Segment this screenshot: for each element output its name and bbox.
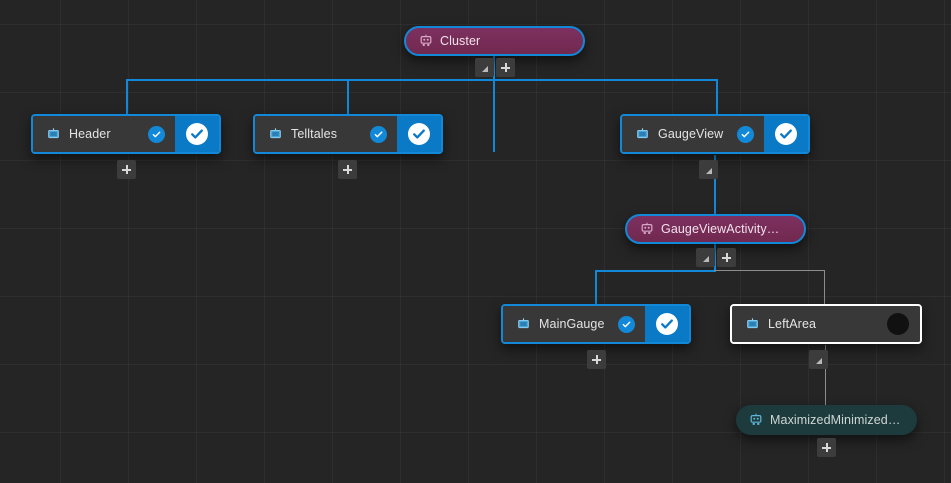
collapse-button-cluster[interactable] [475,58,494,77]
node-maingauge[interactable]: MainGauge [501,304,691,344]
node-maximizedminimizedswitcher-body: MaximizedMinimizedSwitcher [736,405,917,435]
node-cluster-label: Cluster [440,34,481,48]
node-leftarea[interactable]: LeftArea [730,304,922,344]
add-button-maximizedminimizedswitcher[interactable] [817,438,836,457]
node-gaugeview-label: GaugeView [658,127,724,141]
add-button-header[interactable] [117,160,136,179]
tools-telltales[interactable] [338,160,357,179]
check-circle-filled-icon [656,313,678,335]
node-leftarea-action[interactable] [876,306,920,342]
collapse-button-gaugeviewactivityhost[interactable] [696,248,715,267]
edge-leftarea-stem [825,345,826,407]
check-circle-icon[interactable] [618,315,635,333]
tools-cluster[interactable] [475,58,515,77]
plus-icon [822,443,831,452]
tools-leftarea[interactable] [809,350,828,369]
node-gaugeviewactivityhost-label: GaugeViewActivityHost [661,222,788,236]
check-circle-icon[interactable] [370,125,387,143]
tools-gaugeview[interactable] [699,160,718,179]
edge-bus-row2-right [714,270,825,271]
node-telltales[interactable]: Telltales [253,114,443,154]
edge-drop-maingauge [595,270,597,306]
edge-gaugeview-stem [714,155,716,215]
plus-icon [122,165,131,174]
edge-drop-gaugeview [716,79,718,115]
check-circle-icon[interactable] [148,125,165,143]
collapse-button-gaugeview[interactable] [699,160,718,179]
node-gaugeview[interactable]: GaugeView [620,114,810,154]
collapse-button-leftarea[interactable] [809,350,828,369]
node-gaugeview-body: GaugeView [622,116,764,152]
state-dot-icon [887,313,909,335]
screen-icon [269,127,282,141]
plus-icon [722,253,731,262]
check-circle-filled-icon [408,123,430,145]
activity-robot-icon [749,413,763,427]
activity-robot-icon [640,222,654,236]
node-telltales-label: Telltales [291,127,338,141]
node-maximizedminimizedswitcher-label: MaximizedMinimizedSwitcher [770,413,901,427]
node-maximizedminimizedswitcher[interactable]: MaximizedMinimizedSwitcher [736,405,917,435]
node-gaugeviewactivityhost[interactable]: GaugeViewActivityHost [625,214,806,244]
plus-icon [501,63,510,72]
collapse-triangle-icon [705,167,712,174]
node-header[interactable]: Header [31,114,221,154]
node-maingauge-body: MainGauge [503,306,645,342]
screen-icon [517,317,530,331]
check-circle-filled-icon [775,123,797,145]
collapse-triangle-icon [815,357,822,364]
add-button-maingauge[interactable] [587,350,606,369]
edge-bus-row2-left [595,270,716,272]
edge-cluster-stem [493,56,495,152]
node-header-action[interactable] [175,116,219,152]
tools-maingauge[interactable] [587,350,606,369]
node-telltales-action[interactable] [397,116,441,152]
node-header-label: Header [69,127,111,141]
add-button-cluster[interactable] [496,58,515,77]
edge-drop-telltales [347,79,349,115]
screen-icon [47,127,60,141]
edge-drop-leftarea [824,270,825,306]
node-header-body: Header [33,116,175,152]
check-circle-filled-icon [186,123,208,145]
node-maingauge-label: MainGauge [539,317,605,331]
node-cluster[interactable]: Cluster [404,26,585,56]
tools-maximizedminimizedswitcher[interactable] [817,438,836,457]
node-gaugeview-action[interactable] [764,116,808,152]
edge-drop-header [126,79,128,115]
node-telltales-body: Telltales [255,116,397,152]
check-circle-icon[interactable] [737,125,754,143]
node-gaugeviewactivityhost-body: GaugeViewActivityHost [627,216,804,242]
activity-robot-icon [419,34,433,48]
edge-host-stem [714,243,716,271]
screen-icon [636,127,649,141]
add-button-telltales[interactable] [338,160,357,179]
node-cluster-body: Cluster [406,28,583,54]
edge-bus-row1 [126,79,716,81]
tools-header[interactable] [117,160,136,179]
tools-gaugeviewactivityhost[interactable] [696,248,736,267]
screen-icon [746,317,759,331]
node-leftarea-label: LeftArea [768,317,817,331]
add-button-gaugeviewactivityhost[interactable] [717,248,736,267]
collapse-triangle-icon [702,255,709,262]
plus-icon [592,355,601,364]
collapse-triangle-icon [481,65,488,72]
node-maingauge-action[interactable] [645,306,689,342]
node-leftarea-body: LeftArea [732,306,876,342]
plus-icon [343,165,352,174]
